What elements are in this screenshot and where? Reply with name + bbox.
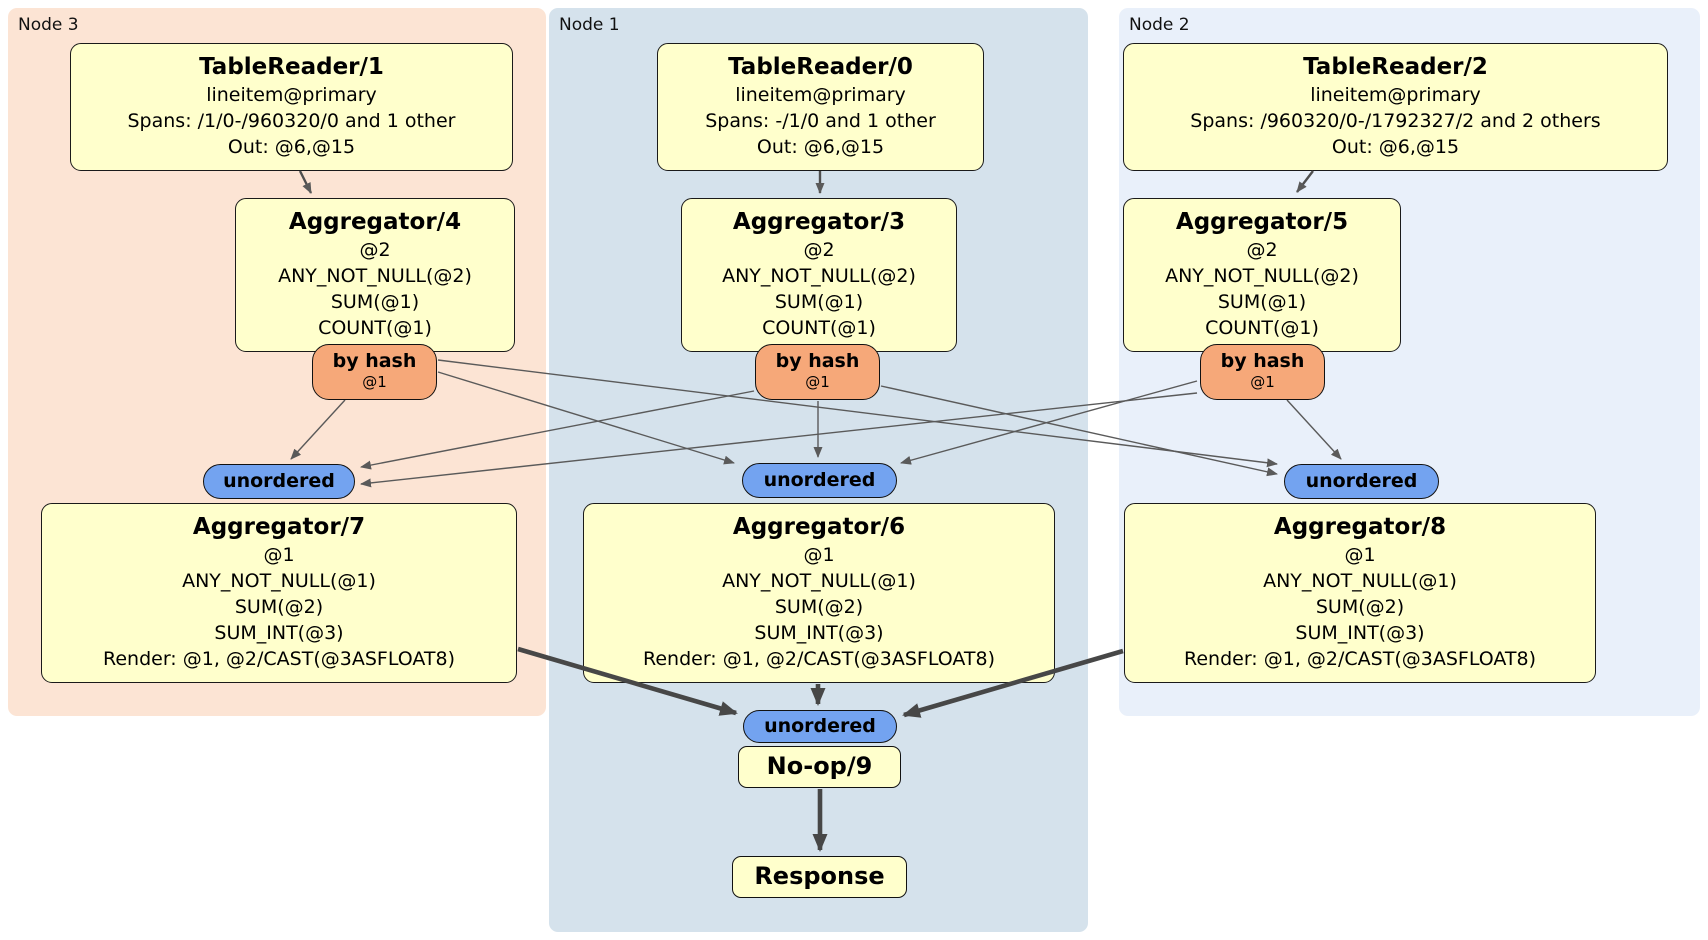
processor-title: Aggregator/3 bbox=[732, 209, 906, 235]
detail-line: @1 bbox=[1344, 544, 1376, 566]
processor-tablereader-1: TableReader/1 lineitem@primary Spans: /1… bbox=[70, 43, 513, 171]
detail-line: Render: @1, @2/CAST(@3ASFLOAT8) bbox=[643, 648, 995, 670]
detail-line: Spans: -/1/0 and 1 other bbox=[705, 110, 936, 132]
processor-title: Aggregator/5 bbox=[1175, 209, 1349, 235]
detail-line: ANY_NOT_NULL(@2) bbox=[1165, 265, 1359, 287]
router-detail: @1 bbox=[1250, 373, 1275, 391]
detail-line: SUM(@1) bbox=[330, 291, 420, 313]
processor-title: Aggregator/4 bbox=[288, 209, 462, 235]
sync-unordered-final: unordered bbox=[743, 710, 897, 743]
detail-line: SUM_INT(@3) bbox=[754, 622, 884, 644]
detail-line: ANY_NOT_NULL(@1) bbox=[722, 570, 916, 592]
processor-noop-9: No-op/9 bbox=[738, 746, 901, 788]
router-detail: @1 bbox=[805, 373, 830, 391]
detail-line: Spans: /960320/0-/1792327/2 and 2 others bbox=[1190, 110, 1601, 132]
router-detail: @1 bbox=[362, 373, 387, 391]
detail-line: Out: @6,@15 bbox=[756, 136, 885, 158]
region-label-node-1: Node 1 bbox=[559, 15, 620, 35]
detail-line: Render: @1, @2/CAST(@3ASFLOAT8) bbox=[1184, 648, 1536, 670]
detail-line: Spans: /1/0-/960320/0 and 1 other bbox=[127, 110, 456, 132]
sync-label: unordered bbox=[764, 715, 876, 737]
router-by-hash-node3: by hash @1 bbox=[312, 344, 437, 400]
detail-line: lineitem@primary bbox=[206, 84, 377, 106]
sync-unordered-node2: unordered bbox=[1284, 464, 1439, 499]
sync-label: unordered bbox=[1305, 470, 1418, 492]
detail-line: ANY_NOT_NULL(@1) bbox=[1263, 570, 1457, 592]
processor-title: TableReader/2 bbox=[1303, 54, 1488, 80]
region-label-node-3: Node 3 bbox=[18, 15, 79, 35]
processor-tablereader-2: TableReader/2 lineitem@primary Spans: /9… bbox=[1123, 43, 1668, 171]
detail-line: SUM(@2) bbox=[234, 596, 324, 618]
detail-line: @2 bbox=[1246, 239, 1278, 261]
detail-line: @2 bbox=[359, 239, 391, 261]
processor-aggregator-8: Aggregator/8 @1 ANY_NOT_NULL(@1) SUM(@2)… bbox=[1124, 503, 1596, 683]
detail-line: Out: @6,@15 bbox=[1331, 136, 1460, 158]
detail-line: @1 bbox=[803, 544, 835, 566]
router-label: by hash bbox=[332, 350, 417, 372]
detail-line: COUNT(@1) bbox=[1205, 317, 1319, 339]
processor-aggregator-5: Aggregator/5 @2 ANY_NOT_NULL(@2) SUM(@1)… bbox=[1123, 198, 1401, 352]
processor-aggregator-4: Aggregator/4 @2 ANY_NOT_NULL(@2) SUM(@1)… bbox=[235, 198, 515, 352]
detail-line: SUM(@2) bbox=[774, 596, 864, 618]
router-by-hash-node2: by hash @1 bbox=[1200, 344, 1325, 400]
region-label-node-2: Node 2 bbox=[1129, 15, 1190, 35]
detail-line: SUM(@1) bbox=[774, 291, 864, 313]
detail-line: ANY_NOT_NULL(@1) bbox=[182, 570, 376, 592]
processor-aggregator-3: Aggregator/3 @2 ANY_NOT_NULL(@2) SUM(@1)… bbox=[681, 198, 957, 352]
response-node: Response bbox=[732, 856, 907, 898]
detail-line: Render: @1, @2/CAST(@3ASFLOAT8) bbox=[103, 648, 455, 670]
detail-line: @1 bbox=[263, 544, 295, 566]
detail-line: SUM(@1) bbox=[1217, 291, 1307, 313]
processor-title: Aggregator/6 bbox=[732, 514, 906, 540]
detail-line: SUM(@2) bbox=[1315, 596, 1405, 618]
processor-title: Aggregator/7 bbox=[192, 514, 366, 540]
processor-title: Response bbox=[754, 862, 885, 890]
processor-aggregator-6: Aggregator/6 @1 ANY_NOT_NULL(@1) SUM(@2)… bbox=[583, 503, 1055, 683]
sync-label: unordered bbox=[223, 470, 335, 492]
detail-line: ANY_NOT_NULL(@2) bbox=[278, 265, 472, 287]
detail-line: COUNT(@1) bbox=[318, 317, 432, 339]
router-by-hash-node1: by hash @1 bbox=[755, 344, 880, 400]
detail-line: ANY_NOT_NULL(@2) bbox=[722, 265, 916, 287]
router-label: by hash bbox=[775, 350, 860, 372]
processor-title: TableReader/0 bbox=[728, 54, 913, 80]
detail-line: @2 bbox=[803, 239, 835, 261]
detail-line: Out: @6,@15 bbox=[227, 136, 356, 158]
sync-unordered-node1: unordered bbox=[742, 463, 897, 498]
processor-title: TableReader/1 bbox=[199, 54, 384, 80]
processor-title: No-op/9 bbox=[766, 752, 873, 780]
detail-line: lineitem@primary bbox=[1310, 84, 1481, 106]
detail-line: SUM_INT(@3) bbox=[214, 622, 344, 644]
detail-line: SUM_INT(@3) bbox=[1295, 622, 1425, 644]
processor-tablereader-0: TableReader/0 lineitem@primary Spans: -/… bbox=[657, 43, 984, 171]
sync-label: unordered bbox=[763, 469, 876, 491]
router-label: by hash bbox=[1220, 350, 1305, 372]
processor-aggregator-7: Aggregator/7 @1 ANY_NOT_NULL(@1) SUM(@2)… bbox=[41, 503, 517, 683]
detail-line: COUNT(@1) bbox=[762, 317, 876, 339]
processor-title: Aggregator/8 bbox=[1273, 514, 1447, 540]
detail-line: lineitem@primary bbox=[735, 84, 906, 106]
sync-unordered-node3: unordered bbox=[203, 464, 355, 499]
